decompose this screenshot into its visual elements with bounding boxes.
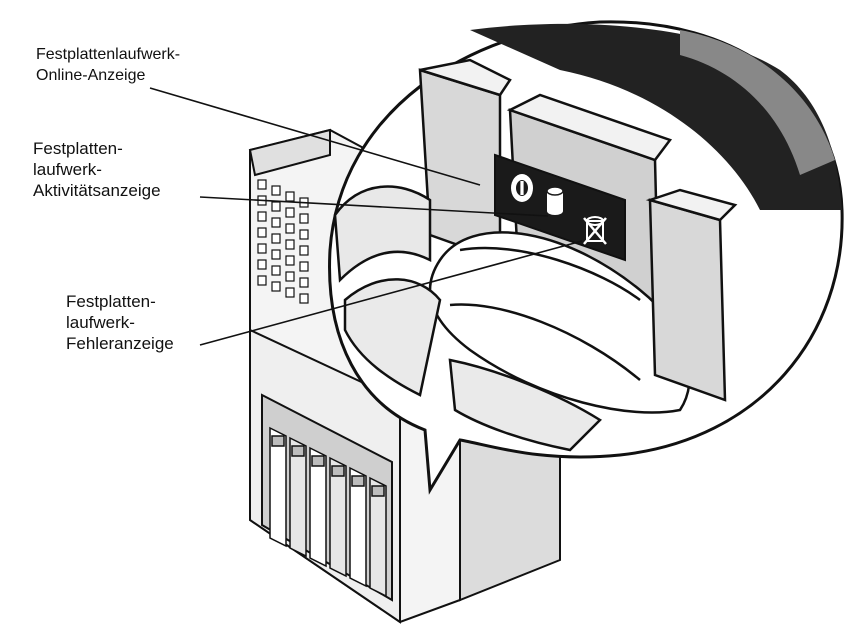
label-fault-line-3: Fehleranzeige: [66, 333, 174, 354]
label-fault-indicator: Festplatten- laufwerk- Fehleranzeige: [66, 291, 174, 354]
vent-hole: [286, 240, 294, 249]
drive-bay-handle: [352, 476, 364, 486]
vent-hole: [300, 230, 308, 239]
vent-hole: [272, 234, 280, 243]
vent-hole: [300, 214, 308, 223]
vent-hole: [286, 208, 294, 217]
vent-hole: [300, 294, 308, 303]
vent-hole: [272, 282, 280, 291]
vent-hole: [258, 180, 266, 189]
label-activity-line-3: Aktivitätsanzeige: [33, 180, 161, 201]
label-fault-line-2: laufwerk-: [66, 312, 174, 333]
power-icon: [511, 174, 533, 202]
vent-hole: [258, 244, 266, 253]
label-fault-line-1: Festplatten-: [66, 291, 174, 312]
vent-hole: [272, 266, 280, 275]
vent-hole: [258, 276, 266, 285]
vent-hole: [300, 278, 308, 287]
vent-hole: [258, 212, 266, 221]
vent-hole: [272, 202, 280, 211]
drive-bay-handle: [332, 466, 344, 476]
vent-hole: [286, 224, 294, 233]
drive-bay-handle: [312, 456, 324, 466]
vent-hole: [286, 272, 294, 281]
vent-hole: [300, 262, 308, 271]
label-activity-indicator: Festplatten- laufwerk- Aktivitätsanzeige: [33, 138, 161, 201]
label-activity-line-2: laufwerk-: [33, 159, 161, 180]
vent-hole: [258, 260, 266, 269]
label-online-line-1: Festplattenlaufwerk-: [36, 44, 180, 65]
disk-cylinder-icon: [547, 187, 563, 215]
magnifier-callout: [330, 22, 843, 490]
vent-hole: [286, 256, 294, 265]
vent-hole: [272, 186, 280, 195]
drive-bay-handle: [272, 436, 284, 446]
drive-bay-handle: [372, 486, 384, 496]
label-online-indicator: Festplattenlaufwerk- Online-Anzeige: [36, 44, 180, 86]
vent-hole: [300, 246, 308, 255]
label-activity-line-1: Festplatten-: [33, 138, 161, 159]
vent-hole: [286, 192, 294, 201]
drive-bay-handle: [292, 446, 304, 456]
vent-hole: [272, 250, 280, 259]
label-online-line-2: Online-Anzeige: [36, 65, 180, 86]
vent-hole: [258, 228, 266, 237]
vent-hole: [272, 218, 280, 227]
vent-hole: [286, 288, 294, 297]
